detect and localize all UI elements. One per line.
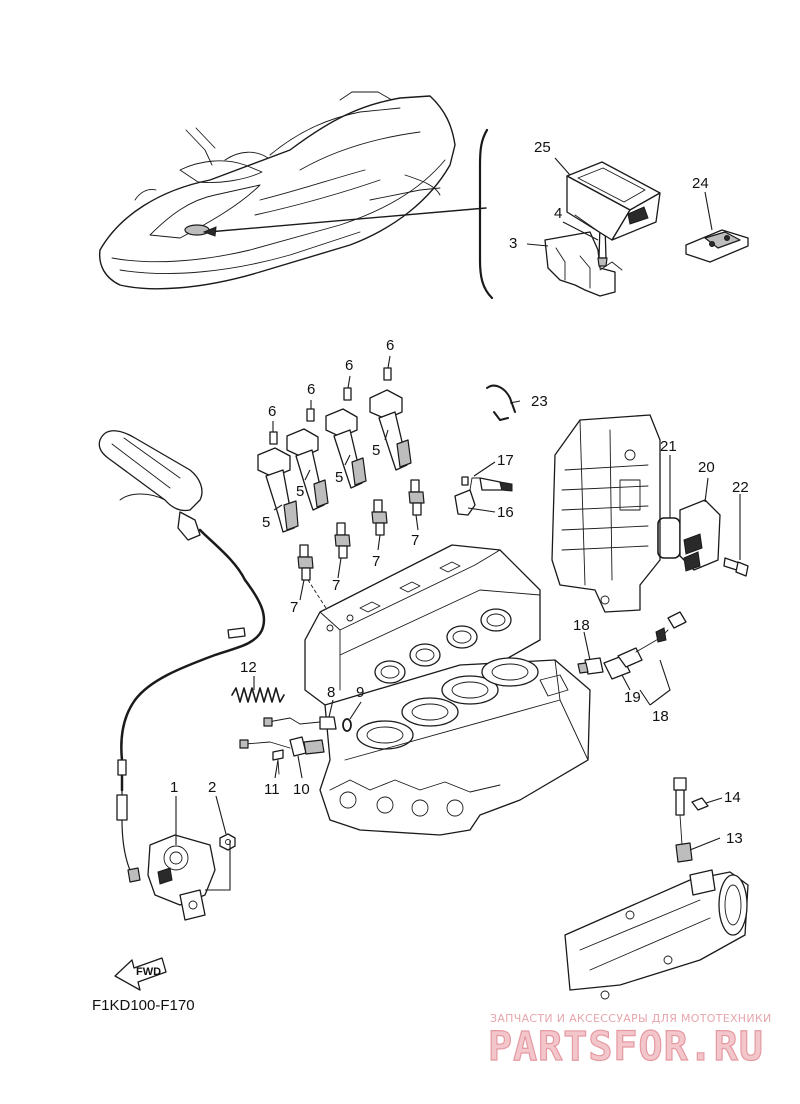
callout-10: 10	[293, 781, 310, 798]
engine-side-casting	[551, 414, 661, 613]
callout-15: 16	[497, 504, 514, 521]
callout-13: 13	[726, 830, 743, 847]
diagram-code: F1KD100-F170	[92, 997, 195, 1014]
callout-7: 7	[372, 553, 380, 570]
callout-11: 11	[264, 781, 280, 798]
ignition-coils	[257, 367, 412, 533]
part-12-spring	[231, 687, 285, 703]
part-1-throttle-unit	[147, 834, 216, 921]
callout-23: 23	[531, 393, 548, 410]
spark-plug	[371, 499, 388, 536]
callout-20: 20	[698, 459, 715, 476]
callout-labels: 25 4 3 24 6 6 6 6 5 5 5 5 7 7 7 7 23 17 …	[170, 139, 749, 847]
leader-lines	[175, 157, 741, 891]
part-24-cover	[685, 229, 749, 263]
callout-7: 7	[411, 532, 419, 549]
watermark: ЗАПЧАСТИ И АКСЕССУАРЫ ДЛЯ МОТОТЕХНИКИ PA…	[487, 1012, 772, 1071]
exhaust-manifold	[564, 869, 749, 1000]
callout-5: 5	[296, 483, 304, 500]
callout-18: 18	[652, 708, 669, 725]
ignition-coil	[257, 431, 299, 533]
callout-7: 7	[332, 577, 340, 594]
part-3-bracket	[544, 231, 623, 297]
callout-6: 6	[307, 381, 315, 398]
callout-12: 12	[240, 659, 257, 676]
part-19-sensor-body	[603, 611, 687, 680]
callout-4: 4	[554, 205, 562, 222]
forward-direction-arrow: FWD	[114, 957, 167, 991]
spark-plugs	[297, 479, 425, 631]
ignition-coil	[369, 367, 412, 471]
callout-3: 3	[509, 235, 517, 252]
throttle-cable-assembly	[98, 430, 266, 883]
part-11-bolt	[272, 749, 284, 775]
callout-22: 22	[732, 479, 749, 496]
ignition-coil	[325, 387, 367, 489]
callout-17: 18	[573, 617, 590, 634]
watermark-tagline: ЗАПЧАСТИ И АКСЕССУАРЫ ДЛЯ МОТОТЕХНИКИ	[490, 1012, 772, 1025]
callout-5: 5	[372, 442, 380, 459]
part-17-sensor	[577, 657, 604, 675]
part-14-bolt	[691, 797, 709, 811]
part-21-gasket	[657, 517, 681, 559]
callout-1: 1	[170, 779, 178, 796]
callout-24: 24	[692, 175, 709, 192]
part-20-module	[679, 499, 721, 572]
callout-19: 19	[624, 689, 641, 706]
engine-cylinder-block	[319, 657, 591, 836]
part-8-sensor	[263, 716, 337, 730]
part-22-bolt	[723, 557, 749, 577]
callout-21: 21	[660, 438, 677, 455]
part-13-sensor	[673, 777, 693, 863]
part-25-control-unit	[566, 161, 661, 241]
spark-plug	[297, 544, 314, 581]
callout-5: 5	[262, 514, 270, 531]
part-10-sensor	[239, 736, 325, 757]
watermark-brand: PARTSFOR.RU	[488, 1024, 764, 1070]
callout-6: 6	[268, 403, 276, 420]
callout-6: 6	[386, 337, 394, 354]
fwd-label: FWD	[136, 966, 161, 978]
callout-7: 7	[290, 599, 298, 616]
callout-2: 2	[208, 779, 216, 796]
part-23-clip	[486, 384, 516, 421]
part-2-nut	[219, 833, 236, 851]
callout-9: 9	[356, 684, 364, 701]
callout-25: 25	[534, 139, 551, 156]
callout-8: 8	[327, 684, 335, 701]
spark-plug	[408, 479, 425, 516]
watercraft-illustration	[98, 91, 456, 290]
detail-bracket	[202, 128, 494, 300]
ignition-coil	[286, 408, 329, 511]
part-9-o-ring	[342, 718, 352, 732]
callout-14: 14	[724, 789, 741, 806]
callout-5: 5	[335, 469, 343, 486]
spark-plug	[334, 522, 351, 559]
callout-16: 17	[497, 452, 514, 469]
callout-6: 6	[345, 357, 353, 374]
